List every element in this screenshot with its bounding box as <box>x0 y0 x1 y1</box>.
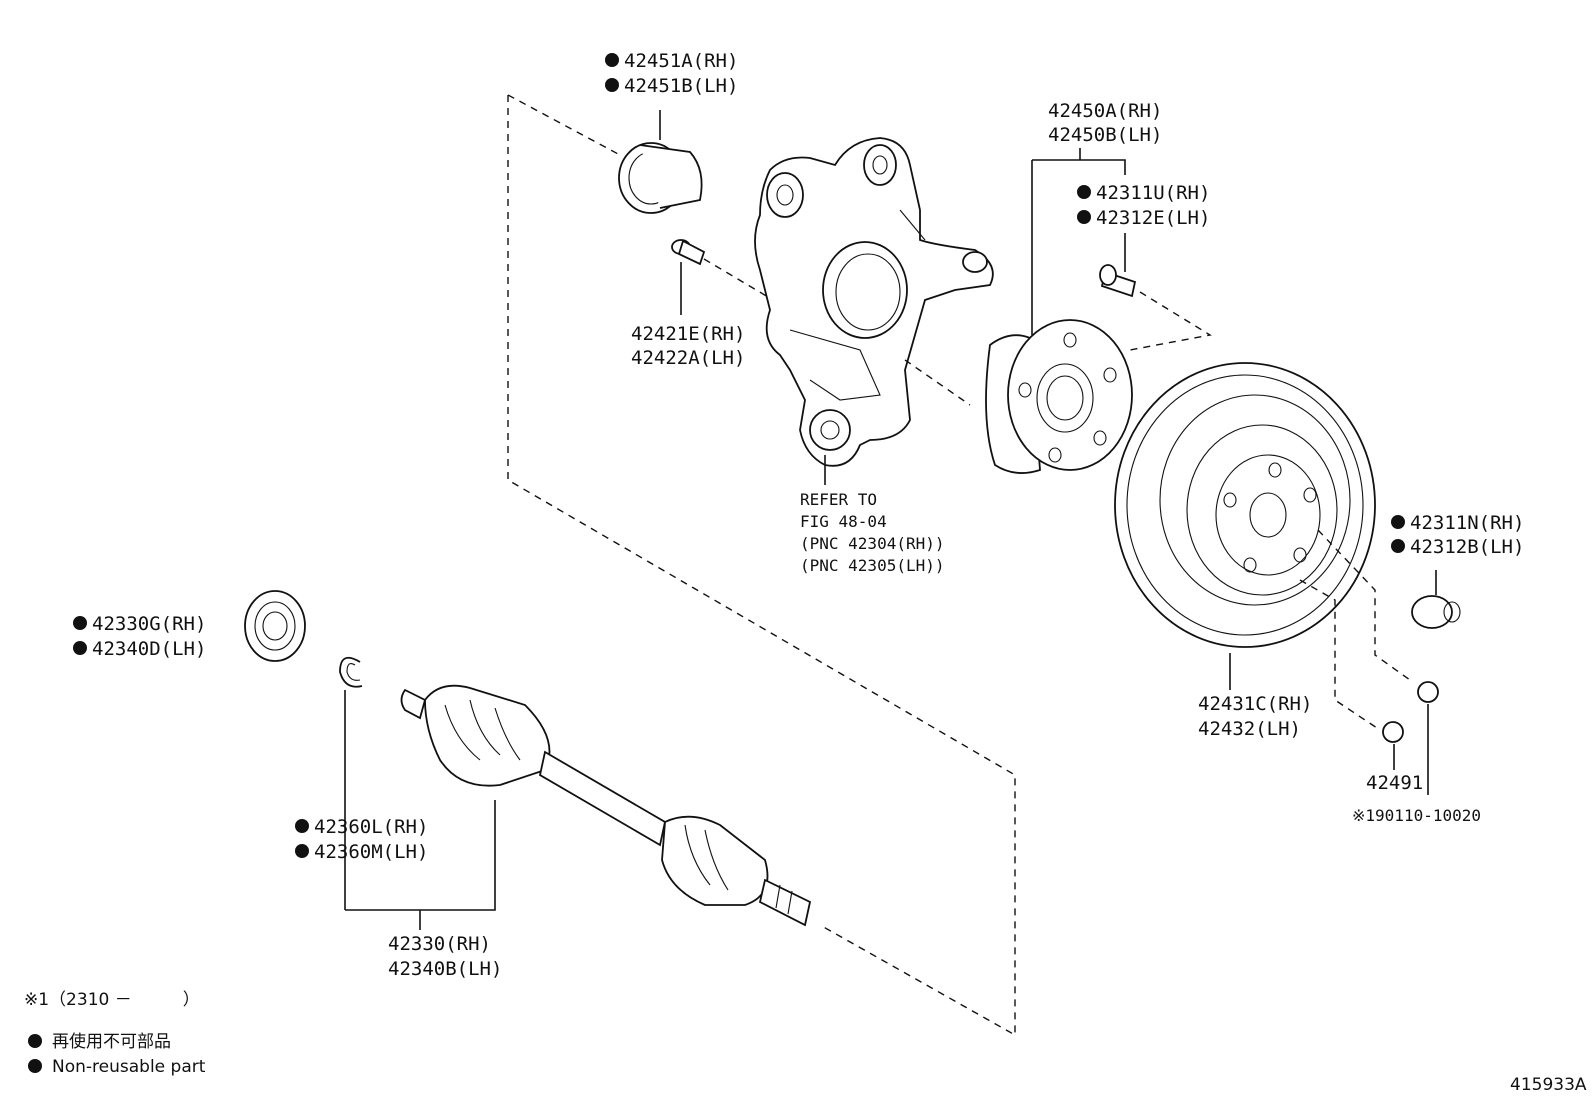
part-number: 42451B(LH) <box>624 75 738 97</box>
part-number: 42360M(LH) <box>314 841 428 863</box>
nonreusable-dot <box>605 53 619 67</box>
label-42491: 42491 <box>1366 772 1423 794</box>
part-number: ※190110-10020 <box>1352 806 1481 825</box>
disc-screw-part <box>1382 721 1404 770</box>
part-number: 42340B(LH) <box>388 958 502 980</box>
legend-nonreusable-jp: 再使用不可部品 <box>52 1031 171 1052</box>
legend-nonreusable-en: Non-reusable part <box>52 1057 206 1077</box>
steering-knuckle-part <box>754 137 994 485</box>
part-number: 42330(RH) <box>388 933 491 955</box>
label-42421: 42421E(RH) 42422A(LH) <box>631 323 745 369</box>
label-42450: 42450A(RH) 42450B(LH) <box>1048 100 1162 146</box>
snap-ring-part <box>339 656 496 930</box>
part-number: 42431C(RH) <box>1198 693 1312 715</box>
part-number: 42432(LH) <box>1198 718 1301 740</box>
nonreusable-dot <box>28 1034 42 1048</box>
oil-seal-part <box>244 590 306 662</box>
part-number: 42311N(RH) <box>1410 512 1524 534</box>
label-42330g: 42330G(RH) 42340D(LH) <box>73 613 206 660</box>
nonreusable-dot <box>295 819 309 833</box>
label-42360: 42360L(RH) 42360M(LH) <box>295 816 428 863</box>
part-number: 42340D(LH) <box>92 638 206 660</box>
nonreusable-dot <box>1391 539 1405 553</box>
diagram-id: 415933A <box>1510 1075 1587 1095</box>
part-number: 42330G(RH) <box>92 613 206 635</box>
brake-disc-part <box>1114 362 1411 731</box>
part-number: 42312B(LH) <box>1410 536 1524 558</box>
label-refer: REFER TO FIG 48-04 (PNC 42304(RH)) (PNC … <box>800 490 945 575</box>
part-number: 42311U(RH) <box>1096 182 1210 204</box>
assembly-boundary <box>507 94 1016 1037</box>
nonreusable-dot <box>1077 185 1091 199</box>
reference-note: FIG 48-04 <box>800 512 887 531</box>
part-number: 42422A(LH) <box>631 347 745 369</box>
part-number: 42491 <box>1366 772 1423 794</box>
nonreusable-dot <box>73 616 87 630</box>
part-number: 42450B(LH) <box>1048 124 1162 146</box>
reference-note: (PNC 42304(RH)) <box>800 534 945 553</box>
drive-shaft-part <box>400 684 812 927</box>
label-190110: ※190110-10020 <box>1352 806 1481 825</box>
bearing-ring-part <box>618 110 703 214</box>
nonreusable-dot <box>1391 515 1405 529</box>
part-number: 42450A(RH) <box>1048 100 1162 122</box>
nonreusable-dot <box>605 78 619 92</box>
part-number: 42451A(RH) <box>624 50 738 72</box>
reference-note: (PNC 42305(LH)) <box>800 556 945 575</box>
nonreusable-dot <box>295 844 309 858</box>
nonreusable-dot <box>28 1059 42 1073</box>
nonreusable-dot <box>1077 210 1091 224</box>
label-42451: 42451A(RH) 42451B(LH) <box>605 50 738 97</box>
legend-note: ※1（2310 － ） <box>24 990 200 1010</box>
part-number: 42421E(RH) <box>631 323 745 345</box>
reference-note: REFER TO <box>800 490 877 509</box>
hub-nut-part <box>1411 570 1461 629</box>
label-42311u: 42311U(RH) 42312E(LH) <box>1077 182 1210 229</box>
disc-screw-part-2 <box>1417 681 1439 795</box>
legend: ※1（2310 － ） 再使用不可部品 Non-reusable part <box>24 990 206 1077</box>
nonreusable-dot <box>73 641 87 655</box>
part-number: 42312E(LH) <box>1096 207 1210 229</box>
axle-hub-part <box>985 148 1133 474</box>
part-number: 42360L(RH) <box>314 816 428 838</box>
hub-bolt-part <box>1099 233 1212 351</box>
label-42330: 42330(RH) 42340B(LH) <box>388 933 502 980</box>
label-42431: 42431C(RH) 42432(LH) <box>1198 693 1312 740</box>
label-42311n: 42311N(RH) 42312B(LH) <box>1391 512 1524 558</box>
